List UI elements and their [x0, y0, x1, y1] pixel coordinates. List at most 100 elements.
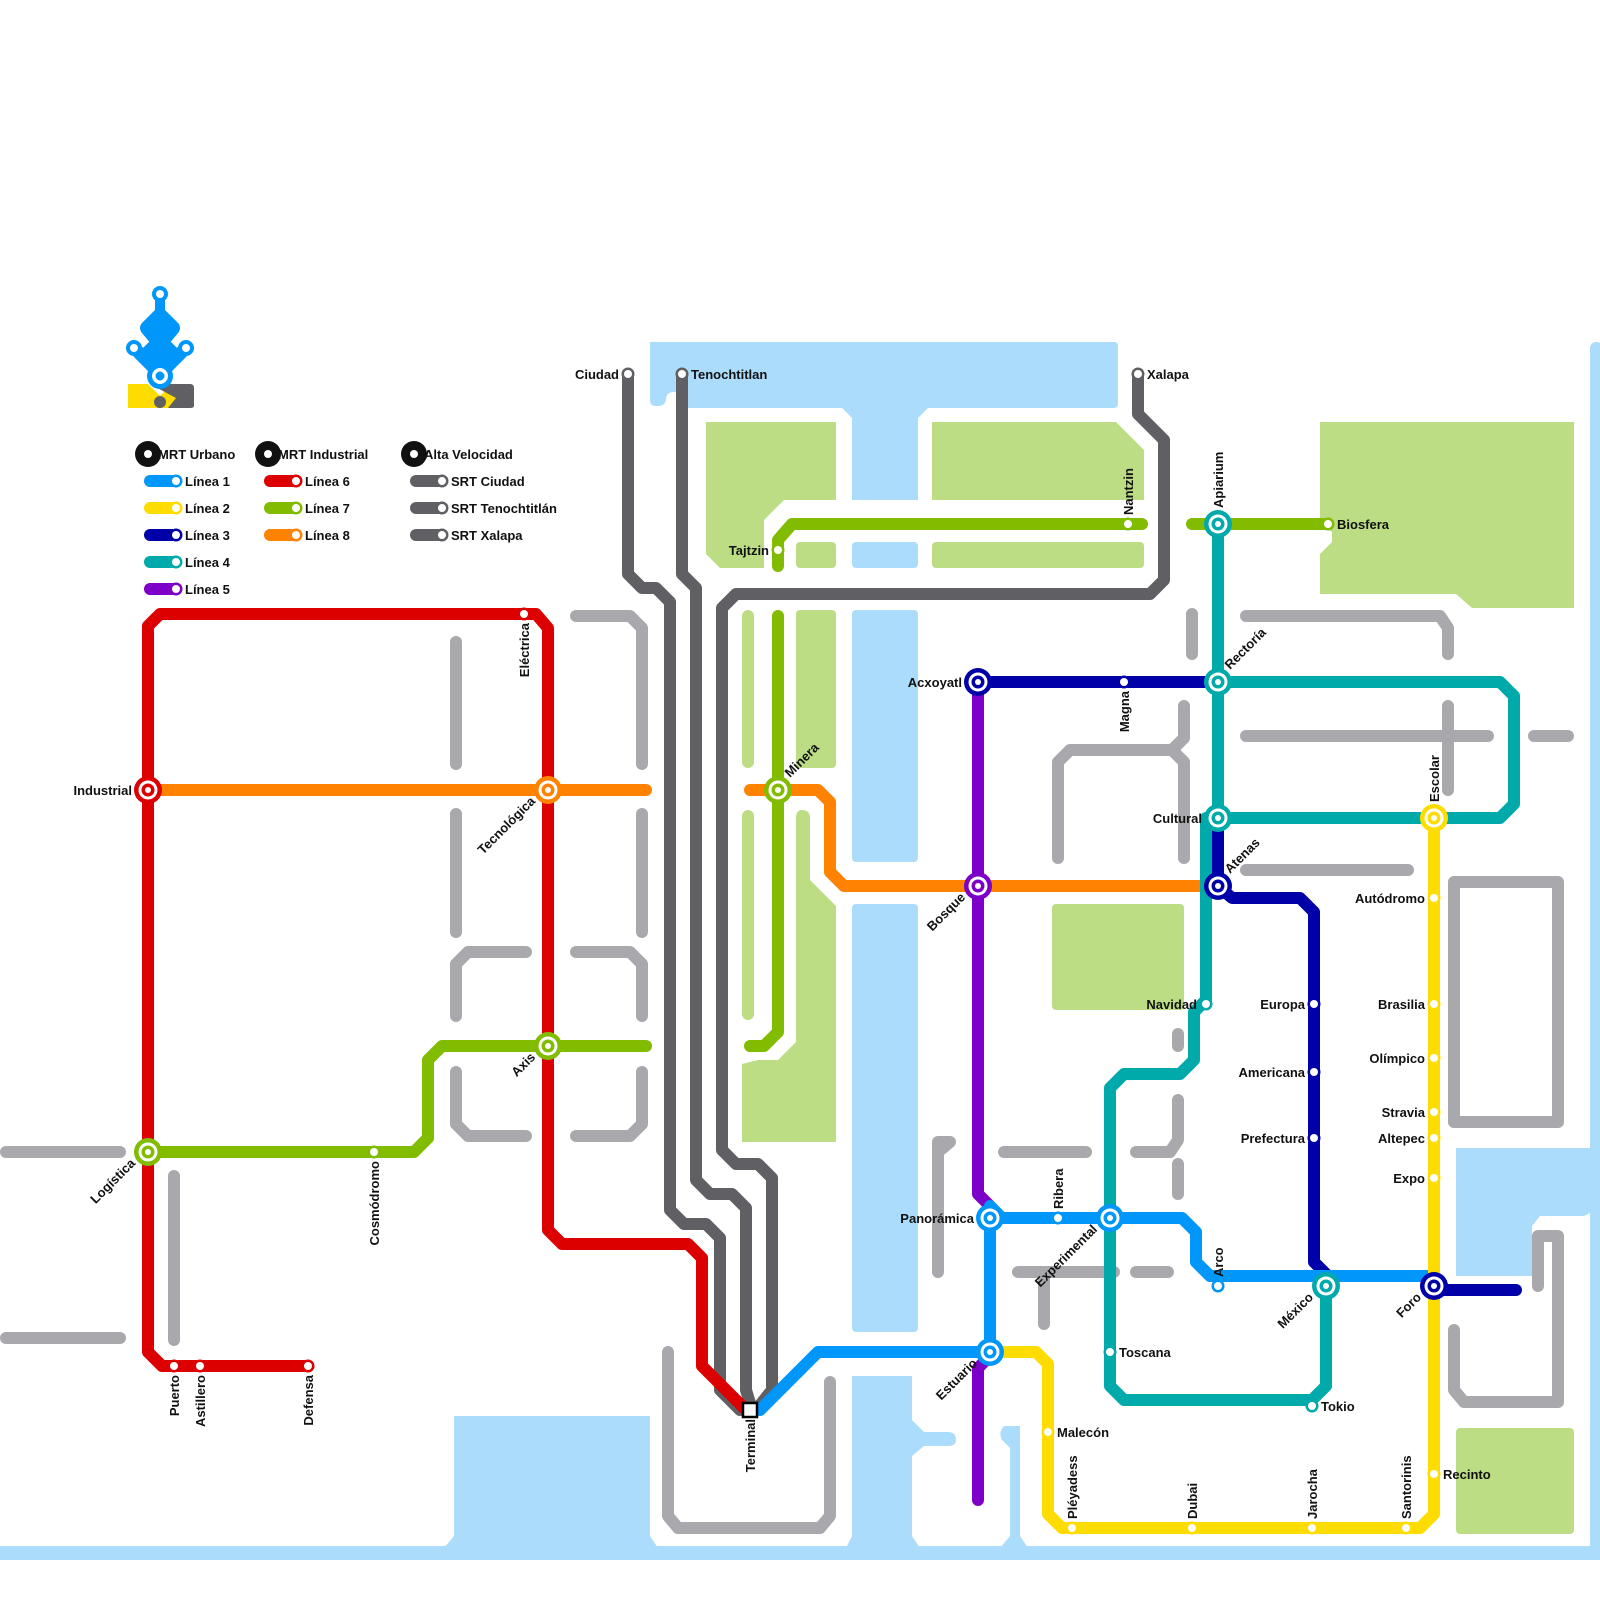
station-bosque[interactable]: [964, 872, 992, 900]
station-label[interactable]: Acxoyatl: [908, 675, 962, 690]
station-recinto[interactable]: [1427, 1467, 1441, 1481]
route-linea-6[interactable]: [142, 608, 752, 1416]
station-navidad[interactable]: [1199, 997, 1213, 1011]
route-linea-1[interactable]: [754, 1200, 1440, 1416]
station-atenas[interactable]: [1204, 872, 1232, 900]
station-label[interactable]: Olímpico: [1369, 1051, 1425, 1066]
station-label[interactable]: Ciudad: [575, 367, 619, 382]
station-cosmodromo[interactable]: [367, 1145, 381, 1159]
station-foro[interactable]: [1420, 1272, 1448, 1300]
legend-item-srt-tenochtitlan[interactable]: SRT Tenochtitlán: [410, 501, 557, 516]
station-label[interactable]: Puerto: [167, 1375, 182, 1416]
station-label[interactable]: Europa: [1260, 997, 1306, 1012]
station-industrial[interactable]: [134, 776, 162, 804]
station-expo[interactable]: [1427, 1171, 1441, 1185]
station-axis[interactable]: [534, 1032, 562, 1060]
station-label[interactable]: Dubai: [1185, 1483, 1200, 1519]
legend-item-linea-8[interactable]: Línea 8: [264, 528, 350, 543]
station-europa[interactable]: [1307, 997, 1321, 1011]
station-label[interactable]: Bosque: [924, 890, 968, 934]
station-label[interactable]: Stravia: [1382, 1105, 1426, 1120]
station-pleyadess[interactable]: [1065, 1521, 1079, 1535]
station-americana[interactable]: [1307, 1065, 1321, 1079]
station-logistica[interactable]: [134, 1138, 162, 1166]
station-label[interactable]: México: [1274, 1289, 1316, 1331]
station-arco[interactable]: [1211, 1279, 1225, 1293]
station-autodromo[interactable]: [1427, 891, 1441, 905]
station-malecon[interactable]: [1041, 1425, 1055, 1439]
station-tajtzin[interactable]: [771, 543, 785, 557]
station-label[interactable]: Axis: [508, 1050, 538, 1080]
station-xalapa[interactable]: [1131, 367, 1145, 381]
station-label[interactable]: Cultural: [1153, 811, 1202, 826]
station-santorinis[interactable]: [1399, 1521, 1413, 1535]
station-label[interactable]: Tajtzin: [729, 543, 769, 558]
station-label[interactable]: Magna: [1117, 690, 1132, 732]
station-acxoyatl[interactable]: [964, 668, 992, 696]
station-label[interactable]: Americana: [1239, 1065, 1306, 1080]
station-label[interactable]: Recinto: [1443, 1467, 1491, 1482]
station-experimental[interactable]: [1096, 1204, 1124, 1232]
station-label[interactable]: Cosmódromo: [367, 1161, 382, 1246]
station-label[interactable]: Biosfera: [1337, 517, 1390, 532]
legend-item-linea-4[interactable]: Línea 4: [144, 555, 231, 570]
station-label[interactable]: Panorámica: [900, 1211, 974, 1226]
route-linea-5[interactable]: [972, 676, 996, 1506]
legend-item-linea-7[interactable]: Línea 7: [264, 501, 350, 516]
station-label[interactable]: Arco: [1211, 1247, 1226, 1277]
legend-item-linea-6[interactable]: Línea 6: [264, 474, 350, 489]
station-magna[interactable]: [1117, 675, 1131, 689]
station-label[interactable]: Escolar: [1427, 755, 1442, 802]
station-cultural[interactable]: [1204, 804, 1232, 832]
station-toscana[interactable]: [1103, 1345, 1117, 1359]
station-label[interactable]: Apiarium: [1211, 452, 1226, 508]
station-label[interactable]: Eléctrica: [517, 622, 532, 677]
station-minera[interactable]: [764, 776, 792, 804]
station-label[interactable]: Santorinis: [1399, 1455, 1414, 1519]
station-label[interactable]: Nantzin: [1121, 468, 1136, 515]
station-label[interactable]: Experimental: [1032, 1222, 1100, 1290]
station-label[interactable]: Defensa: [301, 1374, 316, 1425]
route-linea-2[interactable]: [984, 812, 1440, 1534]
station-ribera[interactable]: [1051, 1211, 1065, 1225]
station-label[interactable]: Autódromo: [1355, 891, 1425, 906]
station-apiarium[interactable]: [1204, 510, 1232, 538]
station-rectoria[interactable]: [1204, 668, 1232, 696]
station-dubai[interactable]: [1185, 1521, 1199, 1535]
station-jarocha[interactable]: [1305, 1521, 1319, 1535]
station-label[interactable]: Xalapa: [1147, 367, 1190, 382]
station-electrica[interactable]: [517, 607, 531, 621]
legend-item-linea-1[interactable]: Línea 1: [144, 474, 230, 489]
station-label[interactable]: Tenochtitlan: [691, 367, 767, 382]
legend-item-srt-xalapa[interactable]: SRT Xalapa: [410, 528, 523, 543]
legend-item-srt-ciudad[interactable]: SRT Ciudad: [410, 474, 525, 489]
legend-item-linea-3[interactable]: Línea 3: [144, 528, 230, 543]
station-label[interactable]: Malecón: [1057, 1425, 1109, 1440]
station-escolar[interactable]: [1420, 804, 1448, 832]
station-label[interactable]: Logística: [87, 1155, 139, 1207]
station-defensa[interactable]: [301, 1359, 315, 1373]
station-terminal[interactable]: [741, 1401, 759, 1419]
station-tenochtitlan[interactable]: [675, 367, 689, 381]
route-srt[interactable]: [622, 368, 746, 1416]
route-srt[interactable]: [676, 368, 758, 1416]
station-astillero[interactable]: [193, 1359, 207, 1373]
station-label[interactable]: Brasilia: [1378, 997, 1426, 1012]
station-brasilia[interactable]: [1427, 997, 1441, 1011]
station-label[interactable]: Expo: [1393, 1171, 1425, 1186]
station-puerto[interactable]: [167, 1359, 181, 1373]
station-label[interactable]: Terminal: [743, 1419, 758, 1472]
station-label[interactable]: Foro: [1393, 1289, 1424, 1320]
station-estuario[interactable]: [976, 1338, 1004, 1366]
station-label[interactable]: Jarocha: [1305, 1468, 1320, 1519]
station-olimpico[interactable]: [1427, 1051, 1441, 1065]
station-label[interactable]: Tecnológica: [475, 793, 539, 857]
station-label[interactable]: Pléyadess: [1065, 1455, 1080, 1519]
station-label[interactable]: Tokio: [1321, 1399, 1355, 1414]
route-linea-8[interactable]: [744, 784, 1222, 892]
station-ciudad[interactable]: [621, 367, 635, 381]
station-nantzin[interactable]: [1121, 517, 1135, 531]
station-label[interactable]: Industrial: [73, 783, 132, 798]
station-altepec[interactable]: [1427, 1131, 1441, 1145]
station-biosfera[interactable]: [1321, 517, 1335, 531]
